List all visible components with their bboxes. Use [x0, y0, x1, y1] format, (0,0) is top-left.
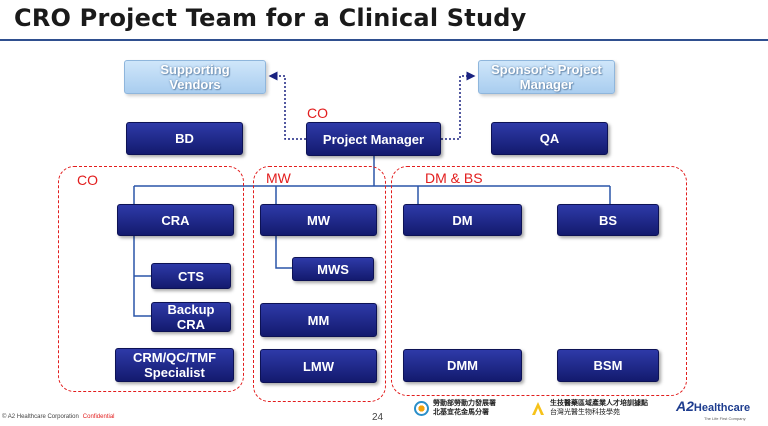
cra-box: CRA — [117, 204, 234, 236]
biotech-line2: 台灣光醫生物科技學苑 — [550, 409, 620, 416]
group-clinical-ops — [58, 166, 244, 392]
biotech-academy-logo: 生技醫藥區域產業人才培訓據點台灣光醫生物科技學苑 — [530, 399, 648, 417]
dm-label: DM — [452, 212, 473, 228]
supporting-vendors-box: Supporting Vendors — [124, 60, 266, 94]
confidential-label: Confidential — [82, 414, 115, 420]
a2-tagline: The Life First Company — [704, 416, 746, 421]
labor-agency-line1: 勞動部勞動力發展署 — [433, 400, 496, 407]
bsm-box: BSM — [557, 349, 659, 382]
biotech-emblem-icon — [530, 400, 546, 416]
group-medical-writing — [253, 166, 386, 402]
pm-to-sponsor-arrow — [433, 71, 476, 144]
bs-label: BS — [598, 212, 618, 228]
page-number: 24 — [372, 412, 384, 423]
pm-to-vendors-arrow — [268, 71, 314, 144]
bd-box: BD — [126, 122, 243, 155]
mw-label: MW — [306, 212, 331, 228]
group-label-mw: MW — [266, 170, 291, 186]
qa-label: QA — [539, 131, 560, 146]
mw-box: MW — [260, 204, 377, 236]
mws-label: MWS — [317, 261, 349, 277]
sponsor-pm-box: Sponsor's Project Manager — [478, 60, 615, 94]
dm-box: DM — [403, 204, 522, 236]
bsm-label: BSM — [593, 358, 623, 373]
cra-label: CRA — [161, 212, 190, 228]
labor-agency-line2: 北基宜花金馬分署 — [433, 409, 489, 416]
page-title: CRO Project Team for a Clinical Study — [14, 4, 527, 32]
qa-box: QA — [491, 122, 608, 155]
group-label-dm-bs: DM & BS — [425, 170, 483, 186]
copyright-text: © A2 Healthcare Corporation — [2, 414, 79, 420]
a2-wordmark: Healthcare — [693, 402, 751, 414]
cts-box: CTS — [151, 263, 231, 289]
mw-to-mws — [275, 236, 294, 269]
cts-label: CTS — [178, 268, 204, 284]
group-dm-bs — [391, 166, 687, 396]
dmm-label: DMM — [446, 358, 479, 373]
mws-box: MWS — [292, 257, 374, 281]
labor-agency-logo: 勞動部勞動力發展署北基宜花金馬分署 — [414, 399, 496, 417]
a2-healthcare-logo: A2Healthcare The Life First Company — [676, 398, 751, 421]
group-label-co: CO — [77, 172, 98, 188]
backup-cra-label: Backup CRA — [167, 302, 215, 332]
sponsor-pm-label: Sponsor's Project Manager — [491, 62, 602, 92]
bd-label: BD — [175, 131, 194, 146]
lmw-label: LMW — [302, 358, 335, 374]
biotech-line1: 生技醫藥區域產業人才培訓據點 — [550, 400, 648, 407]
group-label-pm-co: CO — [307, 105, 328, 121]
mm-label: MM — [307, 312, 330, 328]
labor-agency-emblem-icon — [414, 400, 429, 416]
crm-qc-tmf-box: CRM/QC/TMF Specialist — [115, 348, 234, 382]
backup-cra-box: Backup CRA — [151, 302, 231, 332]
bs-box: BS — [557, 204, 659, 236]
lmw-box: LMW — [260, 349, 377, 383]
supporting-vendors-label: Supporting Vendors — [160, 62, 230, 92]
a2-brand-mark: A2 — [676, 398, 694, 414]
project-manager-label: Project Manager — [322, 131, 425, 147]
cra-sub-line — [133, 236, 152, 317]
title-divider — [0, 39, 768, 41]
project-manager-box: Project Manager — [306, 122, 441, 156]
dmm-box: DMM — [403, 349, 522, 382]
crm-qc-tmf-label: CRM/QC/TMF Specialist — [132, 350, 217, 380]
mm-box: MM — [260, 303, 377, 337]
